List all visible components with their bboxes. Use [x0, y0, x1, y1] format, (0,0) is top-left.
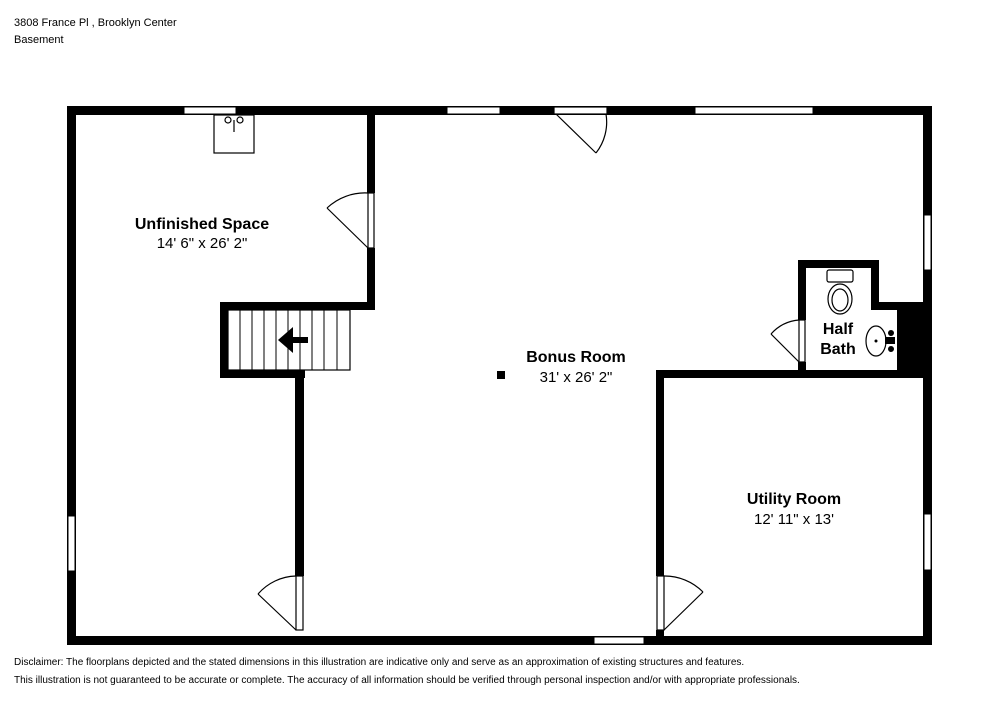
arrow-left-icon [278, 327, 308, 353]
door-half-bath [770, 319, 806, 363]
west-wall [67, 106, 76, 645]
wall-stair-left [220, 302, 228, 378]
wall-stair-top [220, 302, 375, 310]
floor-level-label: Basement [14, 34, 64, 46]
disclaimer-line-2: This illustration is not guaranteed to b… [14, 675, 800, 686]
sink-icon [865, 325, 895, 357]
window-east-2 [923, 513, 932, 571]
utility-room-name: Utility Room [747, 491, 841, 508]
wall-bath-left [798, 260, 806, 320]
door-utility [656, 575, 704, 631]
south-wall [67, 636, 932, 645]
bonus-room-name: Bonus Room [526, 349, 626, 366]
wall-stair-bottom [220, 370, 305, 378]
utility-room-dimensions: 12' 11" x 13' [754, 511, 834, 528]
doors [257, 106, 806, 631]
window-south-1 [593, 636, 645, 645]
wall-stair-down [295, 370, 304, 576]
window-north-2 [446, 106, 501, 115]
window-north-1 [183, 106, 237, 115]
wall-utility-top [656, 370, 806, 378]
wall-bath-step [871, 260, 879, 306]
wall-unfinished-bonus-mid [367, 248, 375, 310]
support-post [497, 371, 505, 379]
interior-walls [220, 114, 931, 637]
wall-unfinished-bonus-upper [367, 114, 375, 193]
bonus-room-dimensions: 31' x 26' 2" [540, 369, 613, 386]
property-address: 3808 France Pl , Brooklyn Center [14, 17, 177, 29]
windows [67, 106, 932, 645]
window-west-1 [67, 515, 76, 572]
door-unfinished-bonus [326, 192, 375, 249]
window-north-3 [694, 106, 814, 115]
wall-utility-left [656, 370, 664, 576]
wall-bath-top [798, 260, 879, 268]
half-bath-name-line1: Half [823, 321, 854, 338]
door-north-bonus [553, 106, 608, 154]
window-east-1 [923, 214, 932, 271]
door-lower-unfinished [257, 575, 304, 631]
wall-bath-chase [897, 302, 931, 378]
utility-sink-icon [213, 114, 255, 154]
half-bath-name-line2: Bath [820, 341, 856, 358]
wall-bath-bottom [798, 370, 931, 378]
stairs [227, 309, 351, 371]
unfinished-space-dimensions: 14' 6" x 26' 2" [157, 235, 248, 252]
unfinished-space-name: Unfinished Space [135, 216, 269, 233]
toilet-icon [826, 269, 854, 315]
wall-utility-left-end [656, 630, 664, 637]
disclaimer-line-1: Disclaimer: The floorplans depicted and … [14, 657, 745, 668]
